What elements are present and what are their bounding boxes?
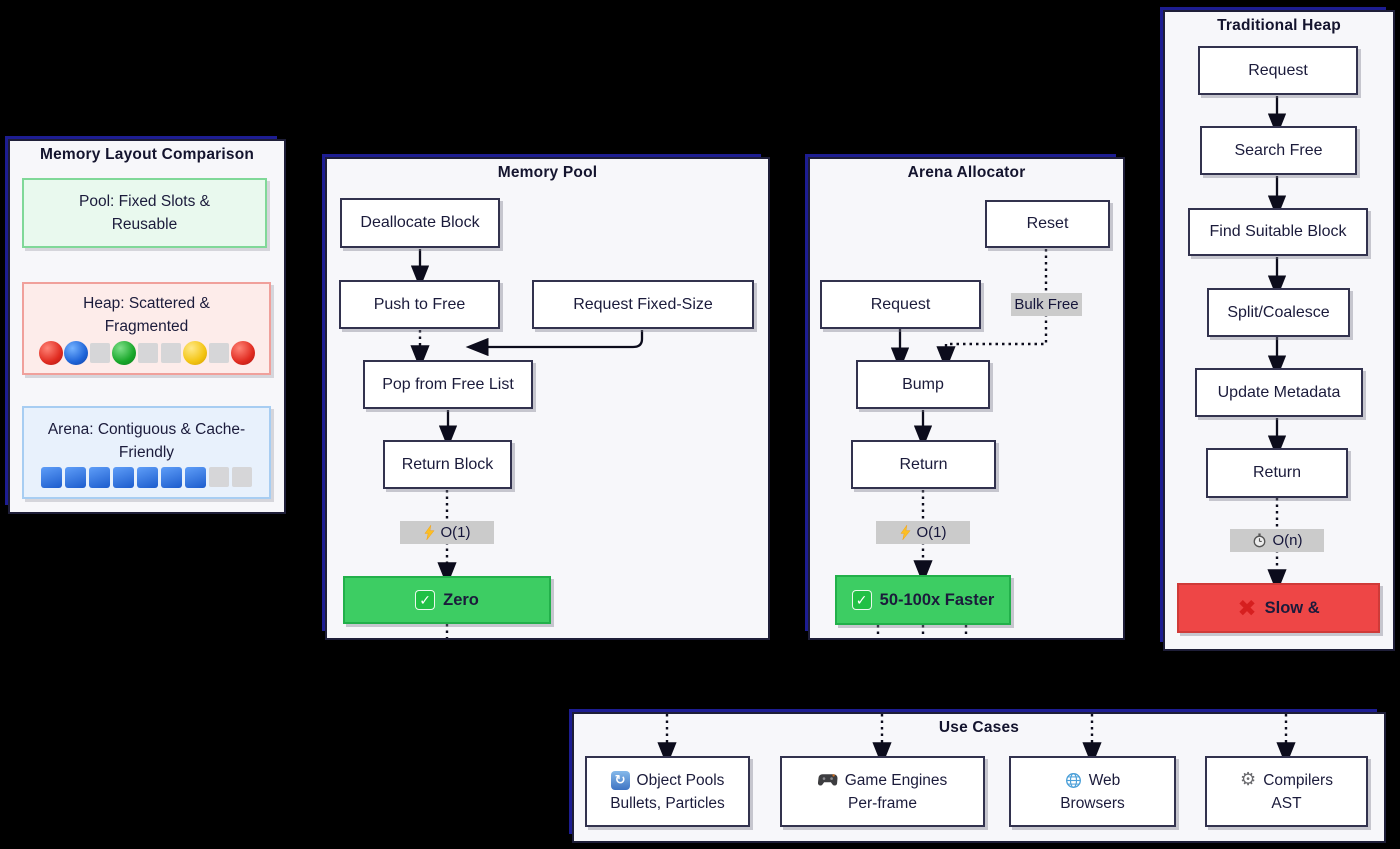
lightning-icon — [899, 525, 911, 540]
check-icon: ✓ — [851, 590, 872, 610]
use-case-line2: Bullets, Particles — [610, 794, 725, 812]
gray-square — [209, 467, 229, 487]
green-circle — [111, 341, 136, 365]
heap-title: Traditional Heap — [1217, 17, 1341, 34]
heap-memory-cells — [38, 341, 255, 365]
arena-complexity-text: O(1) — [916, 524, 947, 541]
use-case-compilers: ⚙ Compilers AST — [1205, 756, 1368, 827]
memory-pool-title: Memory Pool — [497, 164, 598, 181]
node-heap-return: Return — [1206, 448, 1348, 498]
node-update-metadata: Update Metadata — [1195, 368, 1363, 417]
node-reset: Reset — [985, 200, 1110, 248]
node-arena-result: ✓ 50-100x Faster — [835, 575, 1011, 625]
node-search-free: Search Free — [1200, 126, 1357, 175]
comparison-title: Memory Layout Comparison — [39, 146, 255, 163]
check-icon: ✓ — [415, 590, 436, 610]
node-push-to-free: Push to Free — [339, 280, 500, 329]
use-case-game-engines: Game Engines Per-frame — [780, 756, 985, 827]
node-bump: Bump — [856, 360, 990, 409]
blue-square — [161, 466, 182, 488]
pool-complexity-label: O(1) — [400, 521, 494, 544]
gray-square — [232, 467, 252, 487]
node-find-suitable-block: Find Suitable Block — [1188, 208, 1368, 256]
node-return-block: Return Block — [383, 440, 512, 489]
blue-square — [185, 466, 206, 488]
blue-square — [41, 466, 62, 488]
use-case-web-browsers: Web Browsers — [1009, 756, 1176, 827]
use-case-object-pools: ↻ Object Pools Bullets, Particles — [585, 756, 750, 827]
comparison-heap-label: Heap: Scattered & Fragmented — [83, 295, 210, 335]
red-circle — [230, 341, 255, 365]
gear-icon: ⚙ — [1240, 769, 1257, 790]
stopwatch-icon — [1253, 533, 1265, 548]
comparison-heap-box: Heap: Scattered & Fragmented — [22, 282, 271, 375]
blue-square — [137, 466, 158, 488]
arena-memory-cells — [40, 466, 253, 488]
bulk-free-label: Bulk Free — [1011, 293, 1082, 316]
node-pool-result: ✓ Zero — [343, 576, 551, 624]
gray-square — [89, 343, 110, 363]
gamepad-icon — [817, 774, 838, 786]
node-request-fixed-size: Request Fixed-Size — [532, 280, 754, 329]
arena-complexity-label: O(1) — [876, 521, 970, 544]
refresh-icon: ↻ — [610, 770, 630, 790]
heap-result-text: Slow & — [1264, 598, 1320, 617]
heap-complexity-label: O(n) — [1230, 529, 1324, 552]
pool-result-text: Zero — [443, 590, 479, 609]
comparison-arena-label: Arena: Contiguous & Cache- Friendly — [47, 420, 246, 461]
blue-circle — [63, 341, 88, 365]
comparison-pool-box: Pool: Fixed Slots & Reusable — [22, 178, 267, 248]
use-case-line1: Game Engines — [844, 771, 948, 789]
node-arena-request: Request — [820, 280, 981, 329]
use-case-line1: Compilers — [1263, 771, 1333, 789]
globe-icon — [1065, 772, 1081, 788]
gray-square — [208, 343, 229, 363]
node-pop-from-free-list: Pop from Free List — [363, 360, 533, 409]
use-case-line2: AST — [1271, 794, 1302, 812]
arena-title: Arena Allocator — [907, 164, 1026, 181]
cross-icon: ✖ — [1237, 594, 1257, 621]
use-cases-title: Use Cases — [938, 719, 1020, 736]
comparison-pool-label: Pool: Fixed Slots & Reusable — [79, 193, 210, 233]
gray-square — [137, 343, 158, 363]
arena-result-text: 50-100x Faster — [879, 590, 995, 609]
use-case-line2: Browsers — [1060, 794, 1125, 812]
node-arena-return: Return — [851, 440, 996, 489]
lightning-icon — [423, 525, 435, 540]
gray-square — [160, 343, 181, 363]
pool-complexity-text: O(1) — [440, 524, 471, 541]
blue-square — [89, 466, 110, 488]
yellow-circle — [182, 341, 207, 365]
use-case-line1: Web — [1088, 771, 1121, 789]
blue-square — [65, 466, 86, 488]
blue-square — [113, 466, 134, 488]
red-circle — [38, 341, 63, 365]
node-deallocate-block: Deallocate Block — [340, 198, 500, 248]
use-case-line2: Per-frame — [848, 794, 917, 812]
heap-complexity-text: O(n) — [1272, 532, 1303, 549]
node-split-coalesce: Split/Coalesce — [1207, 288, 1350, 337]
node-heap-result: ✖ Slow & — [1177, 583, 1380, 633]
node-heap-request: Request — [1198, 46, 1358, 95]
comparison-arena-box: Arena: Contiguous & Cache- Friendly — [22, 406, 271, 499]
use-case-line1: Object Pools — [636, 771, 725, 789]
